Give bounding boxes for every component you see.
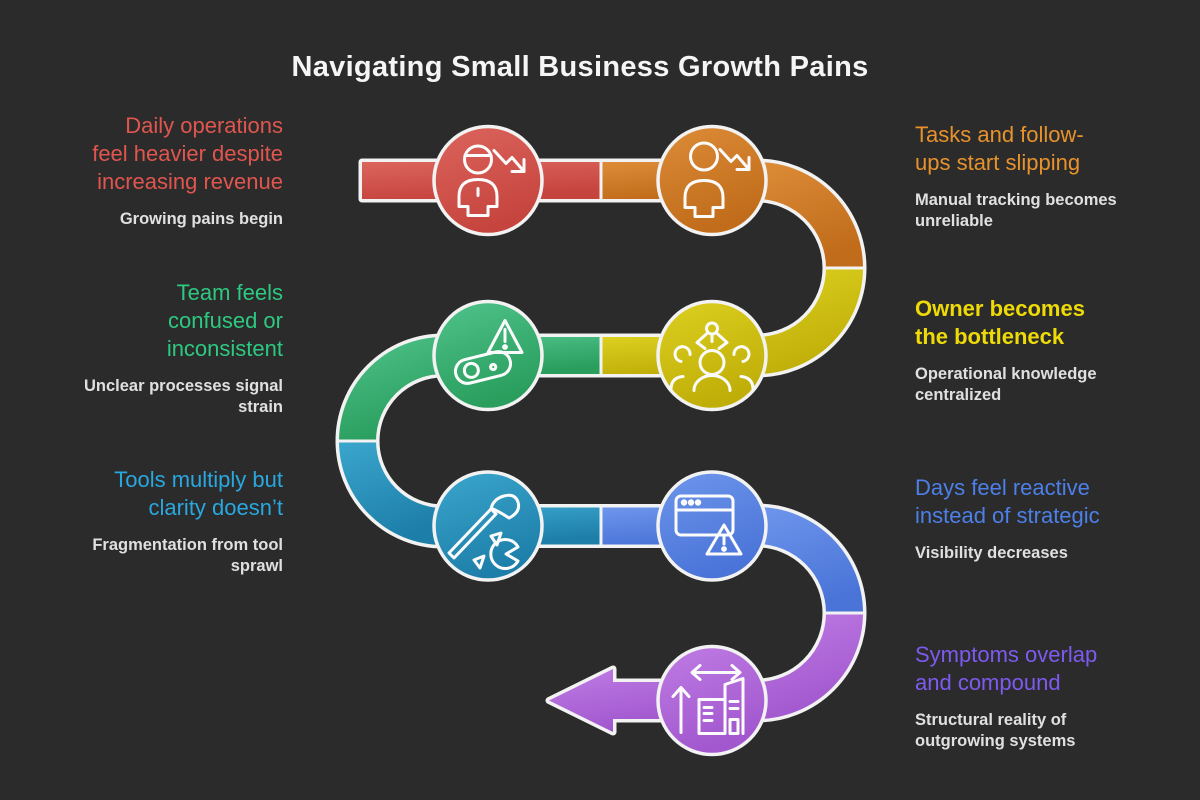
node-team-confusion	[432, 299, 544, 412]
stage-heading: Team feels confused or inconsistent	[166, 280, 283, 361]
segment-separators	[338, 161, 864, 615]
stage-subheading: Operational knowledge centralized	[915, 365, 1097, 404]
stage-label-team-confusion: Team feels confused or inconsistent Uncl…	[3, 279, 283, 418]
stage-label-symptoms-compound: Symptoms overlap and compound Structural…	[915, 641, 1195, 752]
stage-label-tool-sprawl: Tools multiply but clarity doesn’t Fragm…	[3, 466, 283, 577]
stage-heading: Daily operations feel heavier despite in…	[92, 113, 283, 194]
browser-warning-icon	[674, 494, 743, 556]
page-title: Navigating Small Business Growth Pains	[291, 51, 869, 83]
stage-label-tasks-slipping: Tasks and follow- ups start slipping Man…	[915, 121, 1195, 232]
stage-subheading: Unclear processes signal strain	[83, 377, 283, 416]
claw-team-icon	[669, 321, 755, 392]
warning-parts-icon	[453, 319, 524, 385]
stage-subheading: Structural reality of outgrowing systems	[915, 711, 1076, 750]
axe-fragments-icon	[447, 493, 521, 570]
person-decline-icon	[683, 141, 751, 218]
stage-subheading: Growing pains begin	[119, 210, 283, 228]
buildings-growth-icon	[671, 664, 745, 735]
person-decline-icon	[457, 144, 526, 217]
stage-subheading: Manual tracking becomes unreliable	[915, 191, 1117, 230]
stage-label-owner-bottleneck: Owner becomes the bottleneck Operational…	[915, 295, 1195, 406]
stage-heading: Days feel reactive instead of strategic	[915, 475, 1100, 528]
node-owner-bottleneck	[656, 299, 768, 412]
node-tool-sprawl	[432, 470, 544, 582]
stage-heading: Owner becomes the bottleneck	[915, 296, 1085, 349]
node-reactive-days	[656, 470, 768, 582]
stage-heading: Symptoms overlap and compound	[915, 642, 1098, 695]
stage-subheading: Fragmentation from tool sprawl	[92, 536, 283, 575]
stage-subheading: Visibility decreases	[915, 544, 1068, 562]
stage-heading: Tools multiply but clarity doesn’t	[114, 467, 283, 520]
stage-heading: Tasks and follow- ups start slipping	[915, 122, 1084, 175]
stage-label-daily-operations: Daily operations feel heavier despite in…	[3, 112, 283, 230]
stage-label-reactive-days: Days feel reactive instead of strategic …	[915, 474, 1195, 564]
